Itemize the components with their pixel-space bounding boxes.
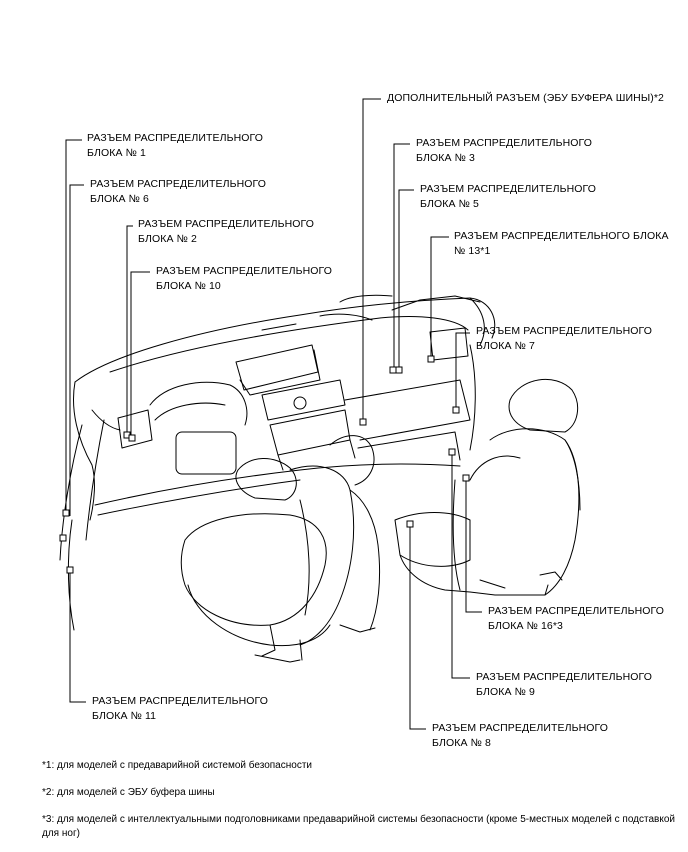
label-line: БЛОКА № 8: [432, 737, 491, 749]
label-junction-block-11: РАЗЪЕМ РАСПРЕДЕЛИТЕЛЬНОГО БЛОКА № 11: [92, 694, 268, 724]
label-line: РАЗЪЕМ РАСПРЕДЕЛИТЕЛЬНОГО: [432, 722, 608, 734]
label-line: БЛОКА № 9: [476, 686, 535, 698]
label-line: РАЗЪЕМ РАСПРЕДЕЛИТЕЛЬНОГО: [488, 605, 664, 617]
left-seat-drawing: [180, 435, 381, 663]
label-junction-block-3: РАЗЪЕМ РАСПРЕДЕЛИТЕЛЬНОГО БЛОКА № 3: [416, 136, 592, 166]
right-seat-drawing: [394, 378, 581, 596]
label-additional-connector: ДОПОЛНИТЕЛЬНЫЙ РАЗЪЕМ (ЭБУ БУФЕРА ШИНЫ)*…: [387, 91, 664, 106]
connector-markers: [59, 355, 470, 574]
label-line: РАЗЪЕМ РАСПРЕДЕЛИТЕЛЬНОГО: [156, 265, 332, 277]
label-line: РАЗЪЕМ РАСПРЕДЕЛИТЕЛЬНОГО: [92, 695, 268, 707]
label-junction-block-13: РАЗЪЕМ РАСПРЕДЕЛИТЕЛЬНОГО БЛОКА № 13*1: [454, 229, 669, 259]
label-junction-block-1: РАЗЪЕМ РАСПРЕДЕЛИТЕЛЬНОГО БЛОКА № 1: [87, 131, 263, 161]
label-line: БЛОКА № 6: [90, 193, 149, 205]
label-line: БЛОКА № 7: [476, 340, 535, 352]
label-junction-block-8: РАЗЪЕМ РАСПРЕДЕЛИТЕЛЬНОГО БЛОКА № 8: [432, 721, 608, 751]
label-junction-block-9: РАЗЪЕМ РАСПРЕДЕЛИТЕЛЬНОГО БЛОКА № 9: [476, 670, 652, 700]
label-line: РАЗЪЕМ РАСПРЕДЕЛИТЕЛЬНОГО: [138, 218, 314, 230]
footnote-1: *1: для моделей с предаварийной системой…: [42, 760, 312, 771]
label-junction-block-10: РАЗЪЕМ РАСПРЕДЕЛИТЕЛЬНОГО БЛОКА № 10: [156, 264, 332, 294]
label-junction-block-6: РАЗЪЕМ РАСПРЕДЕЛИТЕЛЬНОГО БЛОКА № 6: [90, 177, 266, 207]
footnote-3: *3: для моделей с интеллектуальными подг…: [42, 814, 675, 839]
footnote-2: *2: для моделей с ЭБУ буфера шины: [42, 787, 215, 798]
label-line: РАЗЪЕМ РАСПРЕДЕЛИТЕЛЬНОГО БЛОКА: [454, 230, 669, 242]
label-junction-block-2: РАЗЪЕМ РАСПРЕДЕЛИТЕЛЬНОГО БЛОКА № 2: [138, 217, 314, 247]
label-line: БЛОКА № 10: [156, 280, 221, 292]
label-line: РАЗЪЕМ РАСПРЕДЕЛИТЕЛЬНОГО: [476, 671, 652, 683]
label-line: БЛОКА № 2: [138, 233, 197, 245]
leader-lines: [65, 98, 482, 730]
label-junction-block-16: РАЗЪЕМ РАСПРЕДЕЛИТЕЛЬНОГО БЛОКА № 16*3: [488, 604, 664, 634]
label-line: БЛОКА № 16*3: [488, 620, 563, 632]
label-line: БЛОКА № 11: [92, 710, 157, 722]
label-line: РАЗЪЕМ РАСПРЕДЕЛИТЕЛЬНОГО: [420, 183, 596, 195]
label-line: ДОПОЛНИТЕЛЬНЫЙ РАЗЪЕМ (ЭБУ БУФЕРА ШИНЫ)*…: [387, 92, 664, 104]
dashboard-drawing: [59, 294, 496, 631]
label-line: РАЗЪЕМ РАСПРЕДЕЛИТЕЛЬНОГО: [90, 178, 266, 190]
label-line: БЛОКА № 1: [87, 147, 146, 159]
label-line: БЛОКА № 5: [420, 198, 479, 210]
label-line: РАЗЪЕМ РАСПРЕДЕЛИТЕЛЬНОГО: [416, 137, 592, 149]
label-line: № 13*1: [454, 245, 491, 257]
label-junction-block-5: РАЗЪЕМ РАСПРЕДЕЛИТЕЛЬНОГО БЛОКА № 5: [420, 182, 596, 212]
label-junction-block-7: РАЗЪЕМ РАСПРЕДЕЛИТЕЛЬНОГО БЛОКА № 7: [476, 324, 652, 354]
label-line: БЛОКА № 3: [416, 152, 475, 164]
label-line: РАЗЪЕМ РАСПРЕДЕЛИТЕЛЬНОГО: [87, 132, 263, 144]
label-line: РАЗЪЕМ РАСПРЕДЕЛИТЕЛЬНОГО: [476, 325, 652, 337]
